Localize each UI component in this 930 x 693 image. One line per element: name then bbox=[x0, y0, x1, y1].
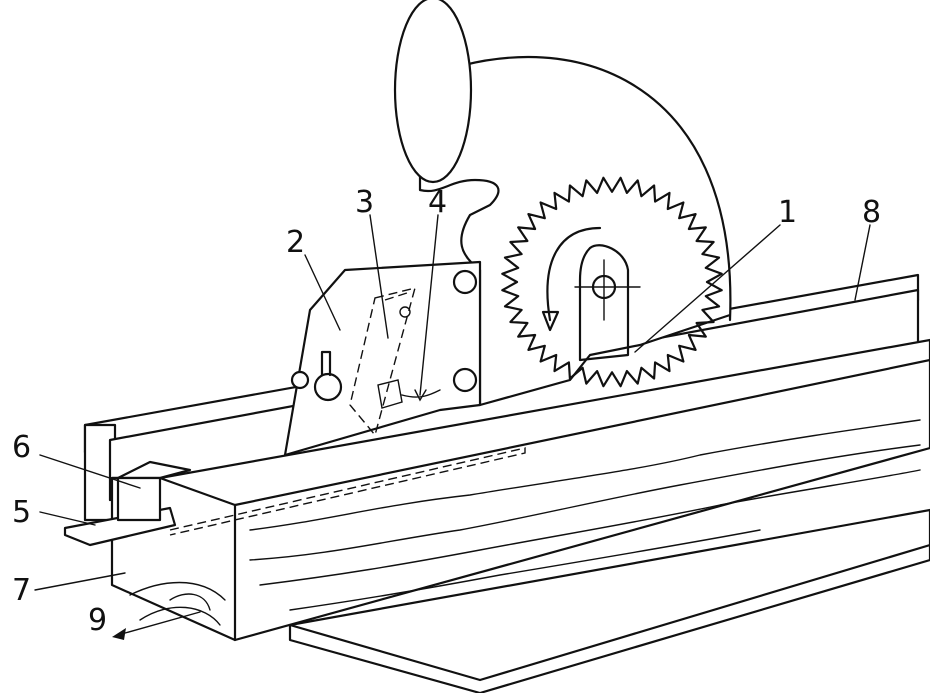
leader-4-arrow bbox=[414, 389, 427, 402]
label-8: 8 bbox=[862, 195, 881, 230]
leader-7 bbox=[34, 572, 126, 591]
label-3: 3 bbox=[355, 185, 374, 220]
label-2: 2 bbox=[286, 225, 305, 260]
saw-guard bbox=[393, 0, 732, 407]
leader-3 bbox=[369, 214, 389, 339]
leader-4 bbox=[419, 214, 439, 396]
label-1: 1 bbox=[778, 195, 797, 230]
riving-plate bbox=[283, 260, 482, 457]
leader-lines bbox=[34, 214, 871, 640]
label-9: 9 bbox=[88, 603, 107, 638]
leader-5 bbox=[39, 511, 96, 526]
stop-block bbox=[116, 460, 192, 522]
duct-opening bbox=[393, 0, 473, 184]
leader-9 bbox=[117, 611, 201, 636]
label-4: 4 bbox=[428, 185, 447, 220]
label-5: 5 bbox=[12, 495, 31, 530]
saw-blade bbox=[501, 176, 723, 388]
label-7: 7 bbox=[12, 573, 31, 608]
leader-2 bbox=[304, 254, 341, 331]
label-6: 6 bbox=[12, 430, 31, 465]
leader-1 bbox=[634, 224, 781, 353]
arrow-9 bbox=[112, 628, 126, 640]
rotation-arrow bbox=[546, 226, 602, 322]
sensor-slot bbox=[349, 287, 441, 437]
base-board bbox=[288, 508, 930, 693]
leader-6 bbox=[39, 454, 141, 489]
leader-8 bbox=[854, 224, 871, 301]
